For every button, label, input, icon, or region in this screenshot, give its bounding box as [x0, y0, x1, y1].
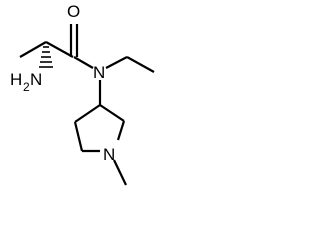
- bond-ring-c4-c3: [74, 104, 101, 123]
- atom-amino-n: N: [30, 70, 42, 89]
- bond-carbonyl-amide-n: [73, 56, 94, 69]
- stereo-hashed-wedge: [39, 46, 53, 68]
- bonds: [19, 24, 155, 186]
- bond-amide-n-ethyl: [105, 56, 128, 69]
- atom-oxygen: O: [67, 2, 80, 21]
- bond-methyl-alpha: [19, 41, 47, 58]
- atom-amino-h: H: [10, 70, 22, 89]
- atom-amide-nitrogen: N: [93, 63, 105, 82]
- bond-alpha-carbonyl: [45, 41, 74, 58]
- chemical-structure-diagram: O N N H 2 N: [10, 2, 155, 186]
- bond-ring-n-methyl: [113, 159, 127, 186]
- bond-ring-c5-c4: [73, 121, 84, 152]
- bond-ring-c3-c2: [99, 104, 125, 122]
- bond-ethyl-methyl: [126, 56, 155, 73]
- atom-ring-nitrogen: N: [103, 145, 115, 164]
- atom-amino-subscript: 2: [23, 80, 30, 94]
- bond-ring-c2-n1: [116, 120, 126, 141]
